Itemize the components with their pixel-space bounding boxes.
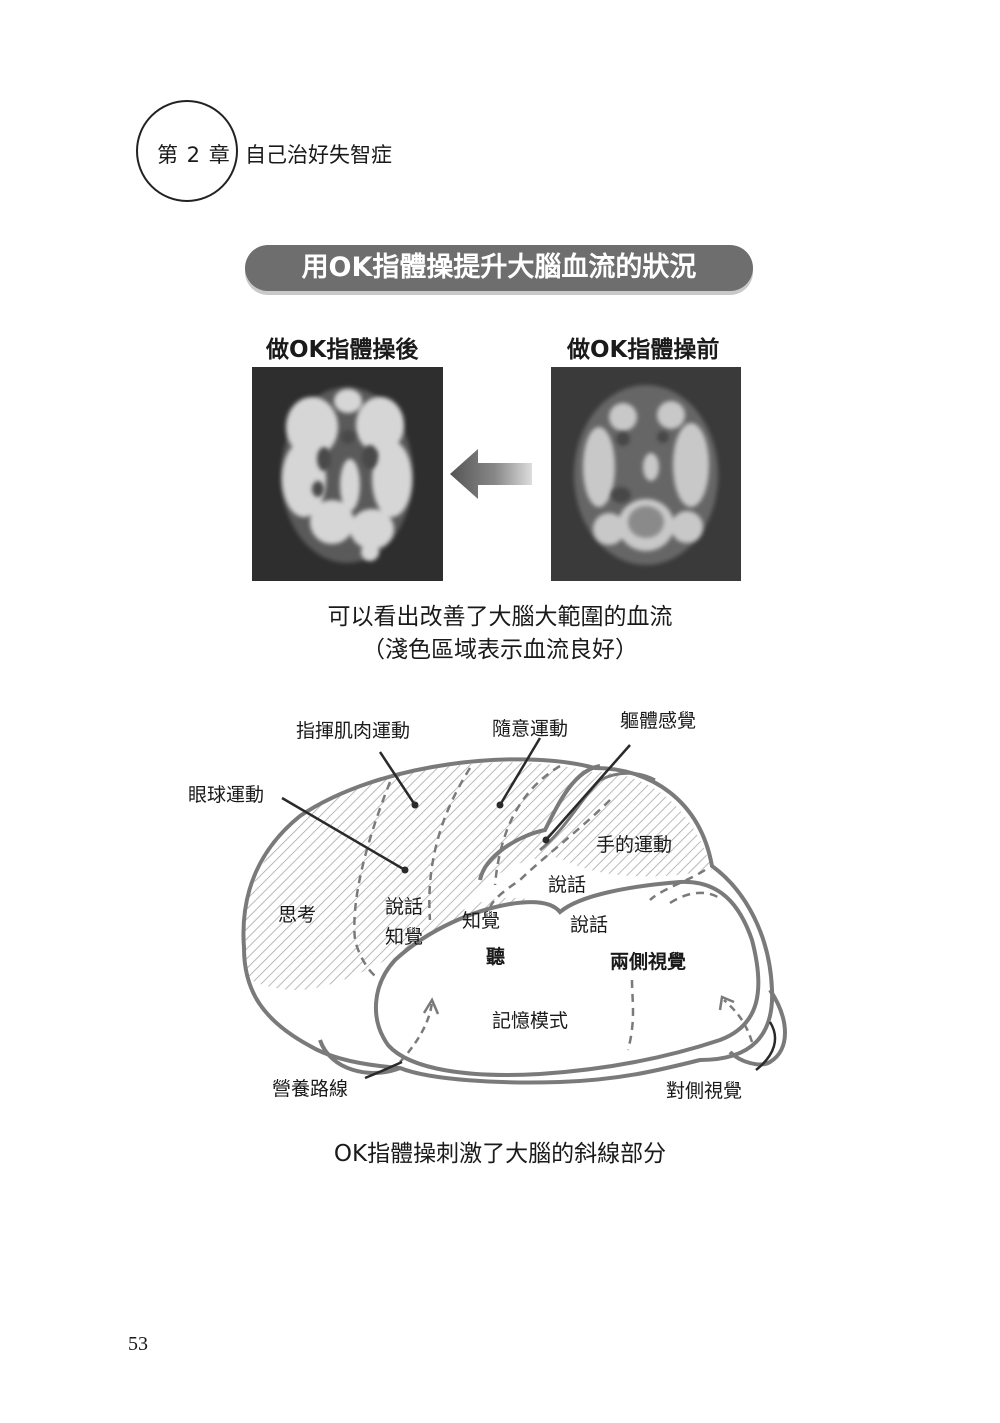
label-speech-top: 說話 [548, 874, 587, 896]
left-arrow-icon [448, 447, 532, 501]
label-hearing: 聽 [486, 946, 506, 968]
label-contralateral-vision: 對側視覺 [666, 1080, 743, 1102]
label-eye-movement: 眼球運動 [188, 784, 265, 806]
label-nutrition-path: 營養路線 [272, 1078, 349, 1100]
label-speech-right: 說話 [570, 914, 609, 936]
label-finger-muscle: 指揮肌肉運動 [296, 720, 411, 742]
label-perception-mid: 知覺 [462, 910, 501, 932]
label-thinking: 思考 [278, 904, 317, 926]
label-perception-left: 知覺 [385, 926, 424, 948]
label-voluntary-movement: 隨意運動 [492, 718, 569, 740]
before-brain-scan-image [551, 367, 741, 581]
chapter-number: 第 2 章 [157, 143, 231, 167]
scan-caption-line2: （淺色區域表示血流良好） [362, 637, 638, 663]
chapter-title: 自己治好失智症 [245, 143, 392, 167]
after-brain-scan-image [252, 367, 443, 581]
page-number: 53 [128, 1333, 148, 1355]
chapter-circle [136, 100, 238, 202]
brain-diagram: 指揮肌肉運動 隨意運動 軀體感覺 眼球運動 手的運動 說話 思考 說話 知覺 知… [0, 690, 1000, 1130]
label-speech-left: 說話 [385, 896, 424, 918]
label-hand-movement: 手的運動 [596, 834, 673, 856]
diagram-caption: OK指體操刺激了大腦的斜線部分 [333, 1141, 667, 1167]
scan-caption-line1: 可以看出改善了大腦大範圍的血流 [327, 604, 673, 630]
before-scan-label: 做OK指體操前 [567, 337, 720, 363]
label-memory-pattern: 記憶模式 [492, 1010, 569, 1032]
label-somatic-sensation: 軀體感覺 [620, 710, 697, 732]
label-bilateral-vision: 兩側視覺 [610, 951, 687, 973]
after-scan-label: 做OK指體操後 [266, 337, 419, 363]
section-banner: 用OK指體操提升大腦血流的狀況 [245, 245, 753, 291]
